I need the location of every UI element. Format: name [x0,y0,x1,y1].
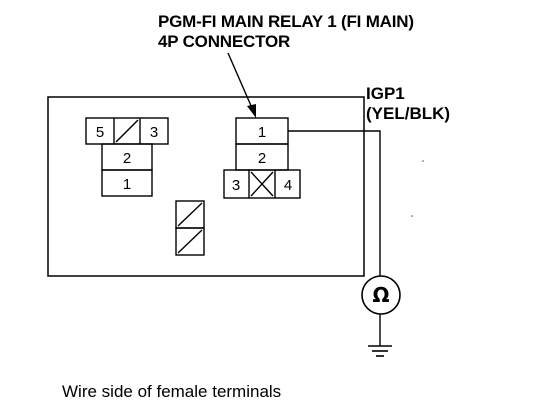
relay-bottom-row [223,169,301,199]
leader-line [227,52,253,109]
relay-4p-connector: 1 2 3 4 [223,117,301,199]
blank-cavities [175,200,205,256]
ohm-symbol: Ω [372,283,389,307]
left-connector-row-1 [101,169,153,197]
relay-unused-cross-b [250,171,274,197]
relay-pin-3: 3 [232,177,240,194]
title-line-1: PGM-FI MAIN RELAY 1 (FI MAIN) [158,12,414,31]
wire-name-label: IGP1 [366,84,405,103]
left-pin-5: 5 [96,124,104,141]
leader-arrowhead [247,104,256,118]
left-pin-1: 1 [123,176,131,193]
relay-pin-1: 1 [258,124,266,141]
left-connector-unused-slash [115,119,139,143]
ground-icon [368,345,392,357]
ohmmeter-icon: Ω [361,275,401,315]
left-pin-3: 3 [150,124,158,141]
title-line-2: 4P CONNECTOR [158,32,291,51]
wire-color-label: (YEL/BLK) [366,104,451,123]
scan-speck [422,160,424,162]
left-pin-2: 2 [123,150,131,167]
relay-pin-2: 2 [258,150,266,167]
probe-wire [288,130,381,276]
relay-pin-4: 4 [284,177,292,194]
connector-housing [47,96,365,277]
diagram-caption: Wire side of female terminals [62,382,282,401]
left-connector: 5 3 2 1 [85,117,169,197]
scan-speck [411,215,413,217]
